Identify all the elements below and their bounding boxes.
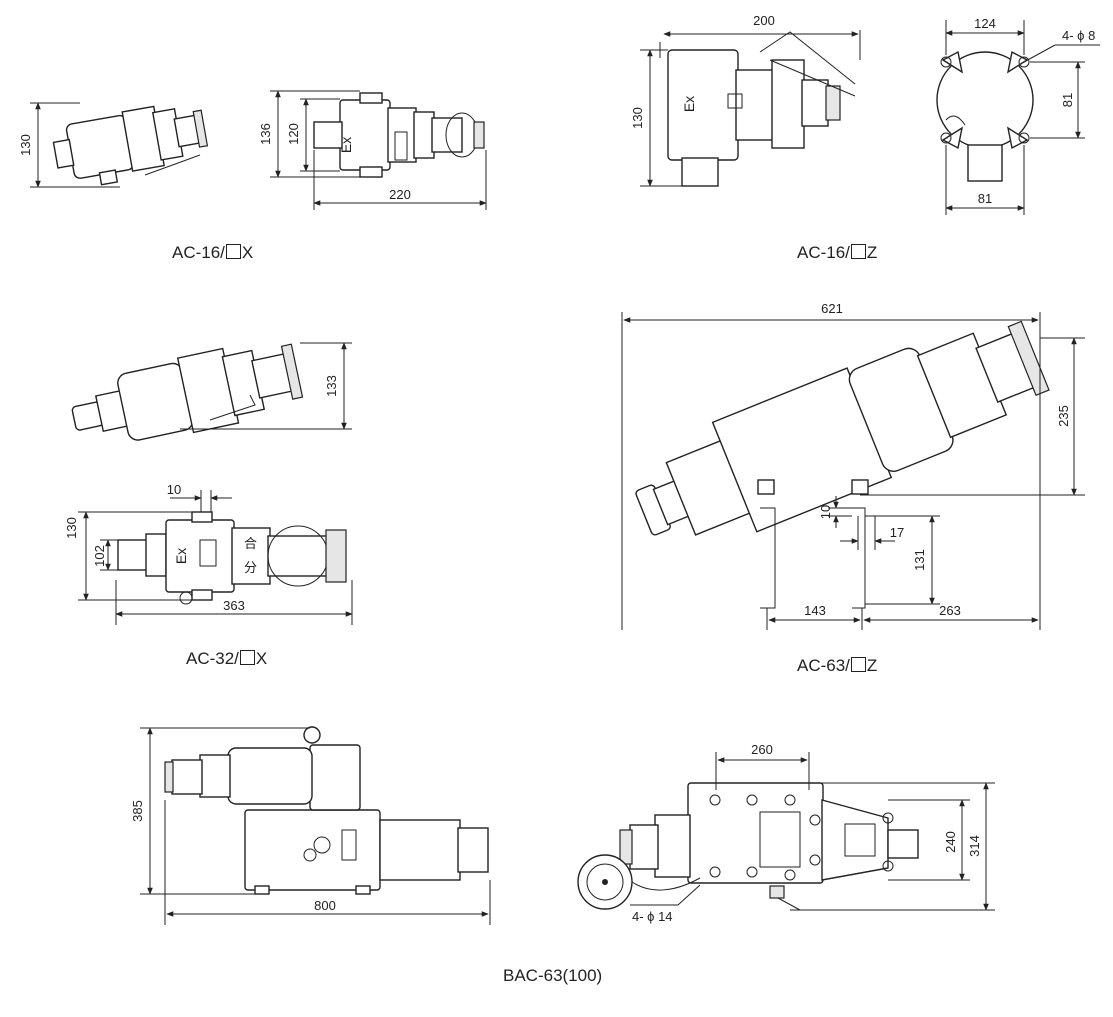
- bac63-side-view: [140, 726, 491, 925]
- dim-ac16z-height: 130: [630, 107, 645, 129]
- caption-bac63: BAC-63(100): [503, 966, 603, 985]
- ac32x-ex-label: Ex: [173, 548, 189, 564]
- dim-ac32x-height-133: 133: [324, 375, 339, 397]
- placeholder-box-icon: [850, 244, 866, 259]
- dim-ac32x-height-130: 130: [64, 517, 79, 539]
- caption-ac16x: AC-16/X: [172, 243, 253, 263]
- dim-bac63-height-240: 240: [943, 831, 958, 853]
- dim-ac16z-width-124: 124: [974, 16, 996, 31]
- caption-ac16z-suffix: Z: [866, 243, 878, 262]
- dim-ac63z-gap-10: 10: [818, 505, 833, 519]
- ac16z-front-view: [640, 30, 861, 187]
- ac32x-fen-label: 分: [244, 560, 257, 575]
- ac16x-top-view: [270, 90, 487, 210]
- dim-ac63z-height-131: 131: [912, 549, 927, 571]
- ac16x-side-view: [30, 102, 209, 188]
- caption-ac32x-prefix: AC-32/: [186, 649, 239, 668]
- placeholder-box-icon: [225, 244, 241, 259]
- dim-bac63-holes: 4- ϕ 14: [632, 909, 673, 924]
- dim-bac63-width-260: 260: [751, 742, 773, 757]
- placeholder-box-icon: [239, 650, 255, 665]
- bac63-top-view: [577, 752, 995, 911]
- caption-ac16x-suffix: X: [241, 243, 254, 262]
- ac32x-top-view: [78, 490, 353, 625]
- caption-ac63z: AC-63/Z: [797, 656, 877, 676]
- dim-ac16z-height-81: 81: [1060, 93, 1075, 107]
- dim-ac63z-height-235: 235: [1056, 405, 1071, 427]
- dim-ac63z-spacing-263: 263: [939, 603, 961, 618]
- caption-ac16x-prefix: AC-16/: [172, 243, 225, 262]
- ac16x-ex-label: Ex: [338, 137, 354, 153]
- caption-ac63z-prefix: AC-63/: [797, 656, 850, 675]
- dim-ac16z-holes: 4- ϕ 8: [1062, 28, 1095, 43]
- dim-ac63z-length-621: 621: [821, 301, 843, 316]
- dim-ac63z-width-17: 17: [890, 525, 904, 540]
- dim-ac16z-width-81: 81: [978, 191, 992, 206]
- ac16z-ex-label: Ex: [681, 96, 697, 112]
- dim-bac63-length-800: 800: [314, 898, 336, 913]
- dim-ac16x-length: 220: [389, 187, 411, 202]
- dim-ac63z-spacing-143: 143: [804, 603, 826, 618]
- dim-ac16z-length: 200: [753, 13, 775, 28]
- placeholder-box-icon: [850, 657, 866, 672]
- caption-ac63z-suffix: Z: [866, 656, 878, 675]
- dim-bac63-height-385: 385: [130, 800, 145, 822]
- dim-ac16x-top-height-136: 136: [258, 123, 273, 145]
- caption-ac32x-suffix: X: [255, 649, 268, 668]
- ac16z-end-view: [936, 20, 1100, 215]
- caption-ac32x: AC-32/X: [186, 649, 267, 669]
- caption-ac16z-prefix: AC-16/: [797, 243, 850, 262]
- dim-ac16x-side-height: 130: [18, 134, 33, 156]
- dim-ac32x-length: 363: [223, 598, 245, 613]
- dim-ac16x-top-height-120: 120: [286, 123, 301, 145]
- ac32x-he-label: 合: [244, 536, 257, 551]
- dim-ac32x-height-102: 102: [92, 545, 107, 567]
- ac63z-side-view: [621, 312, 1085, 630]
- caption-ac16z: AC-16/Z: [797, 243, 877, 263]
- ac32x-side-view: [71, 342, 352, 441]
- dim-ac32x-width-10: 10: [167, 482, 181, 497]
- dim-bac63-height-314: 314: [967, 835, 982, 857]
